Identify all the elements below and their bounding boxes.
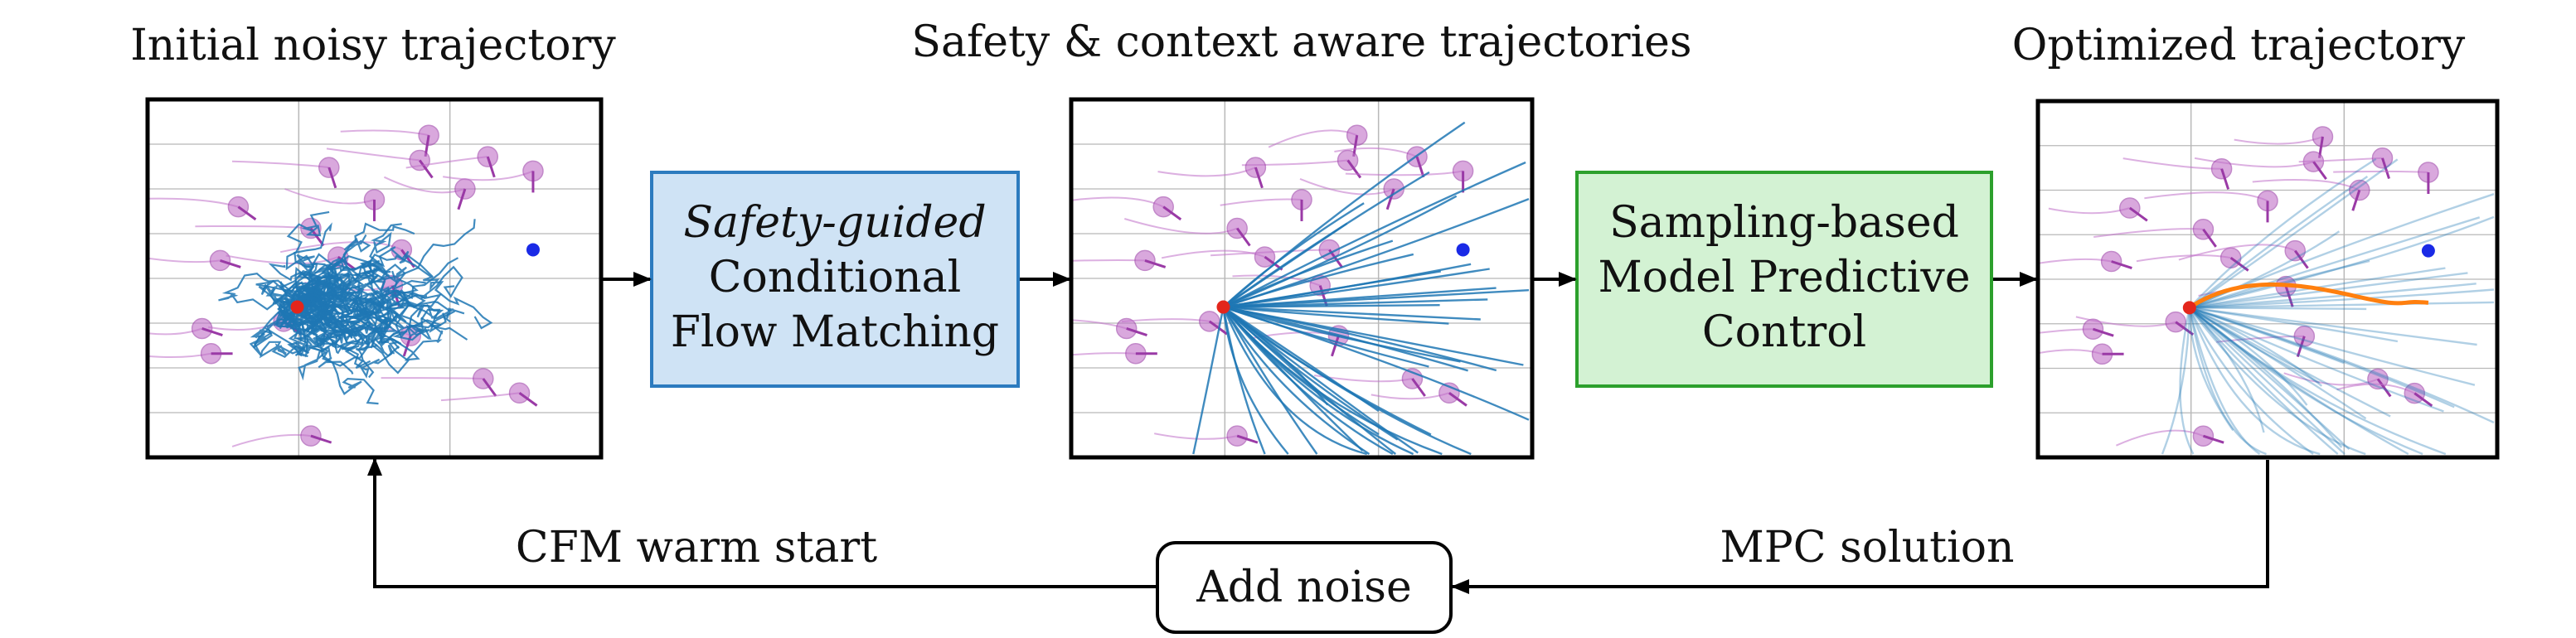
- trajectories: [2161, 157, 2495, 456]
- optimized-trajectory-title: Optimized trajectory: [2012, 21, 2466, 70]
- goal-marker: [2421, 244, 2435, 258]
- pedestrian-6: [2100, 250, 2122, 273]
- mpc-line1: Sampling-based: [1609, 198, 1959, 248]
- mpc-solution-label: MPC solution: [1720, 523, 2015, 573]
- pedestrian-11: [2165, 311, 2186, 333]
- cfm-line1: Safety-guided: [683, 198, 986, 248]
- pedestrian-3: [227, 196, 250, 218]
- pedestrians: [2038, 126, 2439, 447]
- safety-trajectories-panel: [1069, 97, 1535, 460]
- cfm-warm-start-label: CFM warm start: [516, 523, 877, 573]
- start-marker: [290, 300, 304, 314]
- pedestrian-6: [209, 249, 231, 272]
- add-noise-box: Add noise: [1156, 541, 1453, 634]
- add-noise-label: Add noise: [1196, 563, 1412, 612]
- pedestrian-5: [454, 178, 476, 200]
- pedestrian-3: [1152, 196, 1174, 218]
- start-marker: [2182, 301, 2196, 315]
- initial-trajectory-title: Initial noisy trajectory: [130, 21, 616, 70]
- pedestrian-16: [300, 425, 322, 447]
- pedestrian-9: [2082, 318, 2104, 340]
- grid: [2038, 101, 2497, 457]
- pedestrian-13: [2293, 326, 2316, 347]
- feedback-loop: [367, 457, 2269, 594]
- pedestrian-6: [1134, 249, 1156, 272]
- pedestrian-0: [418, 124, 439, 146]
- goal-marker: [526, 243, 540, 257]
- safety-trajectories-title: Safety & context aware trajectories: [911, 17, 1691, 67]
- trajectories: [218, 210, 493, 405]
- initial-trajectory-panel: [145, 97, 604, 460]
- optimized-trajectory-panel: [2035, 99, 2500, 460]
- pedestrian-2: [318, 157, 340, 178]
- cfm-line2: Conditional: [709, 253, 961, 302]
- pedestrians: [1071, 124, 1474, 447]
- markers: [2182, 244, 2435, 315]
- markers: [1216, 243, 1470, 314]
- pedestrian-17: [477, 146, 498, 167]
- pedestrian-5: [2349, 179, 2370, 201]
- pedestrian-8: [2219, 247, 2242, 268]
- start-marker: [1216, 300, 1230, 314]
- optimal: [2188, 282, 2429, 310]
- goal-marker: [1456, 243, 1470, 257]
- mpc-line3: Control: [1702, 307, 1866, 357]
- optimized-path: [2188, 282, 2429, 310]
- mpc-line2: Model Predictive: [1598, 253, 1970, 302]
- pedestrian-7: [2192, 219, 2215, 240]
- cfm-line3: Flow Matching: [671, 307, 999, 357]
- pedestrian-9: [1115, 317, 1138, 340]
- mpc-box: Sampling-based Model Predictive Control: [1575, 171, 1993, 388]
- cfm-box: Safety-guided Conditional Flow Matching: [650, 171, 1020, 388]
- trajectories: [1192, 121, 1530, 456]
- markers: [290, 243, 540, 314]
- pedestrian-16: [2192, 425, 2215, 447]
- pedestrian-1: [1337, 149, 1359, 172]
